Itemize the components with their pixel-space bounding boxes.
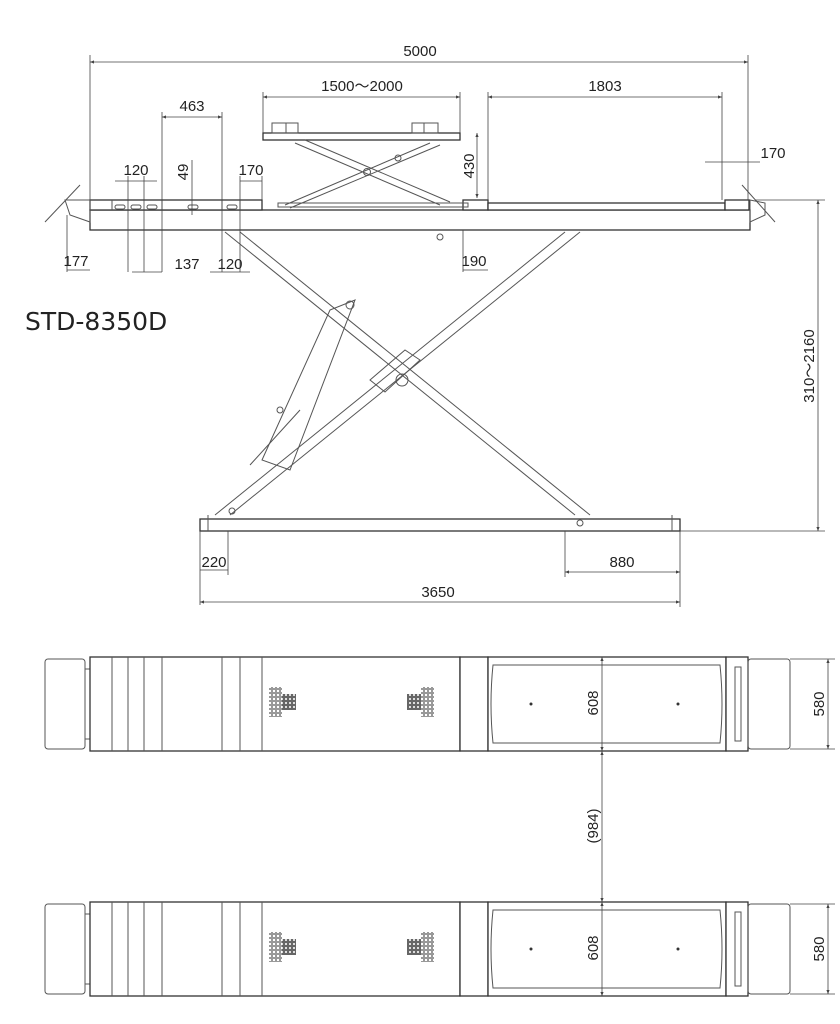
dim-120-top: 120 — [123, 162, 148, 179]
main-scissor — [214, 231, 591, 516]
dim-137: 137 — [174, 256, 199, 273]
dim-1803: 1803 — [588, 78, 621, 95]
dim-880: 880 — [609, 554, 634, 571]
dim-177: 177 — [63, 253, 88, 270]
dim-608-top: 608 — [585, 690, 602, 715]
plan-view: 608 580 (984) 608 580 — [44, 656, 835, 997]
model-title: STD-8350D — [25, 307, 167, 336]
front-ramp — [44, 184, 81, 223]
dim-1500-2000: 1500～2000 — [321, 78, 403, 95]
dim-170-left: 170 — [238, 162, 263, 179]
rear-ramp — [741, 184, 776, 223]
runway-top — [44, 656, 791, 752]
dim-3650: 3650 — [421, 584, 454, 601]
base-frame — [199, 518, 681, 532]
sub-scissor — [277, 139, 469, 241]
dim-430: 430 — [461, 153, 478, 178]
side-view: 5000 1500～2000 1803 463 120 49 170 430 1… — [44, 43, 825, 607]
dim-463: 463 — [179, 98, 204, 115]
dim-220: 220 — [201, 554, 226, 571]
sub-platform — [262, 132, 461, 141]
dim-5000: 5000 — [403, 43, 436, 60]
dim-580-bottom: 580 — [811, 936, 828, 961]
dim-120-bottom: 120 — [217, 256, 242, 273]
runway-bottom — [44, 901, 791, 997]
turntable-plate — [487, 202, 726, 211]
dim-190: 190 — [461, 253, 486, 270]
dim-170-right: 170 — [760, 145, 785, 162]
dim-608-bottom: 608 — [585, 935, 602, 960]
dim-984: (984) — [585, 808, 602, 843]
main-deck — [89, 209, 751, 231]
dim-310-2160: 310～2160 — [801, 329, 818, 402]
dim-580-top: 580 — [811, 691, 828, 716]
dim-49: 49 — [175, 164, 192, 181]
